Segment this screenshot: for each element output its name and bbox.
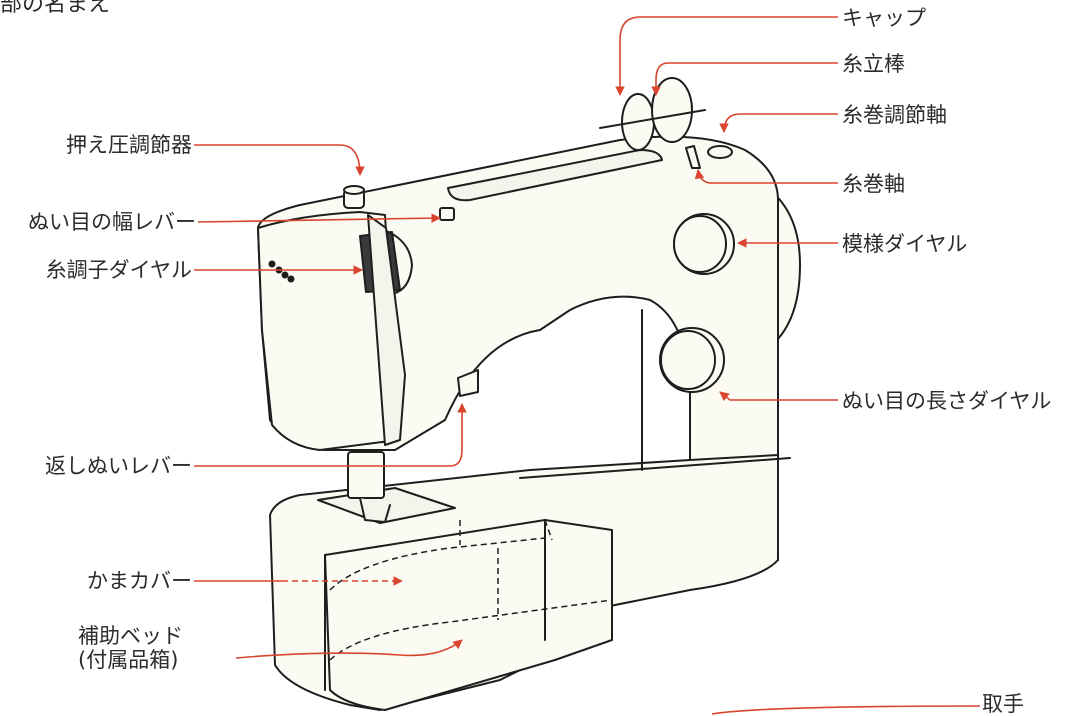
label-cap: キャップ (842, 6, 926, 30)
label-stitch-width-lever: ぬい目の幅レバー (28, 210, 196, 234)
leader-bobbin-winder-spindle (694, 169, 838, 184)
label-thread-tension-dial: 糸調子ダイヤル (45, 258, 192, 282)
leader-reverse-lever (194, 403, 467, 467)
leader-lines (194, 16, 981, 715)
leader-handle (711, 705, 981, 715)
label-extension-table: 補助ベッド (78, 624, 183, 648)
label-bobbin-winder-stopper: 糸巻調節軸 (842, 103, 947, 127)
label-spool-pin: 糸立棒 (842, 52, 905, 76)
machine-drawing (257, 77, 801, 711)
label-reverse-lever: 返しぬいレバー (45, 454, 192, 478)
leader-stitch-width (197, 213, 441, 223)
label-presser-pressure: 押え圧調節器 (66, 133, 192, 157)
leader-bobbin-winder-stopper (719, 113, 838, 133)
label-hook-cover: かまカバー (87, 569, 192, 593)
label-bobbin-winder-spindle: 糸巻軸 (842, 172, 905, 196)
leader-extension-table (235, 639, 463, 659)
label-pattern-dial: 模様ダイヤル (842, 232, 968, 256)
leader-stitch-length (719, 391, 838, 402)
extension-table (324, 519, 613, 711)
label-stitch-length-dial: ぬい目の長さダイヤル (842, 389, 1052, 413)
label-handle: 取手 (982, 692, 1024, 716)
page-heading: 部の名まえ (0, 0, 111, 17)
leader-presser-pressure (194, 144, 365, 176)
leader-spool-pin (651, 62, 838, 96)
label-extension-table-note: (付属品箱) (78, 648, 179, 672)
leader-cap (615, 16, 838, 96)
